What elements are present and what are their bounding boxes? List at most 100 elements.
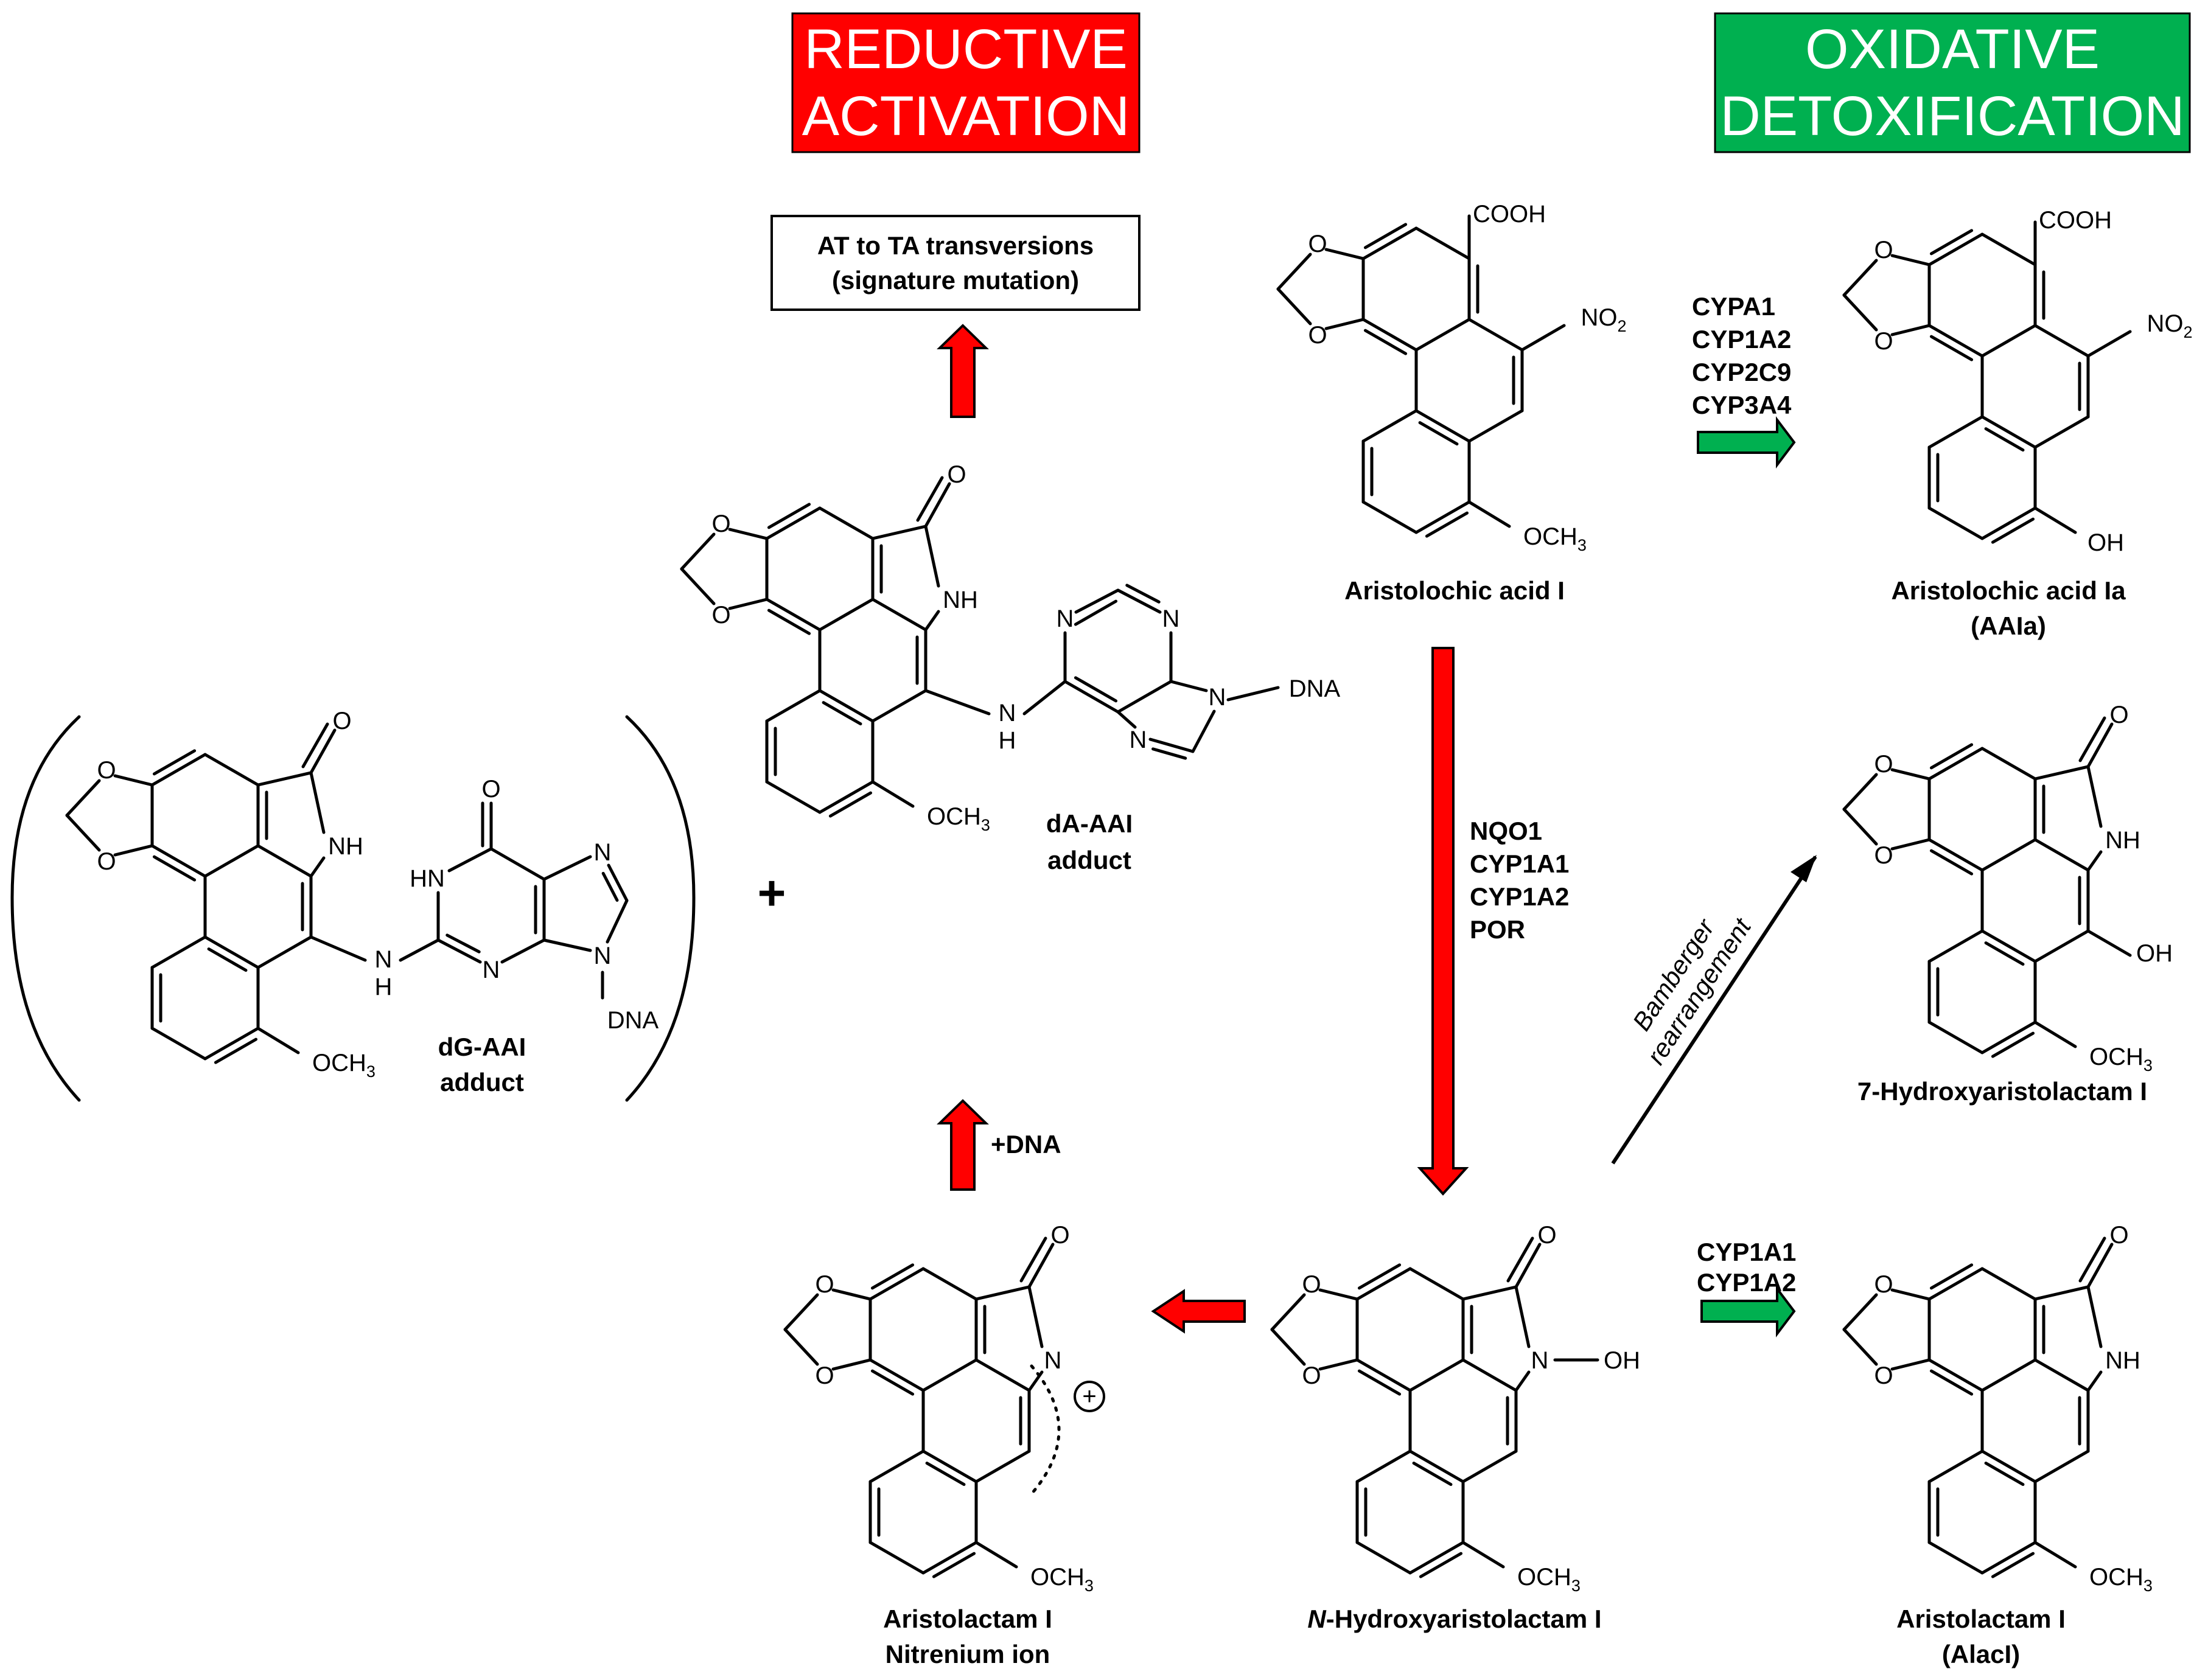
atom-label-text: OCH — [927, 803, 981, 830]
atom-label: NH — [943, 587, 978, 613]
bond — [1980, 415, 2037, 449]
bond — [1980, 1020, 2037, 1054]
atom-label-text: NH — [943, 587, 978, 613]
atom-label-text: O — [1874, 1362, 1893, 1389]
bond — [1361, 318, 1418, 352]
bond — [1980, 506, 2037, 540]
bond — [1929, 1369, 1974, 1396]
atom-label-subscript: 2 — [1617, 317, 1626, 335]
bond — [1361, 409, 1418, 443]
bond — [2033, 765, 2090, 781]
atom-label-text: O — [711, 602, 730, 629]
bond — [203, 844, 260, 878]
bond — [1357, 1263, 1402, 1290]
enzyme-label: CYP2C9 — [1692, 358, 1791, 386]
bond — [1991, 1031, 2035, 1058]
atom-label: O — [97, 757, 116, 784]
bond — [1927, 1267, 1984, 1301]
bond — [1514, 1285, 1531, 1348]
bond — [1927, 232, 1984, 267]
atom-label: O — [1874, 1362, 1893, 1389]
atom-label: HN — [410, 865, 445, 892]
atom-label: O — [2109, 702, 2128, 728]
bond — [203, 935, 260, 969]
compound-name-da-adduct-line1: dA-AAI — [1046, 809, 1133, 838]
atom-label: NO2 — [1581, 304, 1626, 335]
atom-label: O — [332, 708, 351, 734]
atom-label: O — [2109, 1222, 2128, 1249]
mutation-box-line2: (signature mutation) — [832, 266, 1079, 295]
bond — [150, 753, 207, 787]
atom-label-text: OH — [2136, 940, 2173, 967]
compound-abbr-aaia: (AAIa) — [1971, 612, 2046, 640]
atom-label-text: NH — [2105, 1347, 2140, 1374]
bond — [1116, 710, 1137, 729]
atom-label-subscript: 3 — [1577, 536, 1587, 554]
bond — [1125, 584, 1161, 604]
bond — [2033, 415, 2090, 449]
bond — [1027, 1285, 1044, 1348]
bond — [500, 938, 546, 964]
bond — [150, 844, 207, 878]
atom-label: OCH3 — [2089, 1564, 2153, 1595]
reductive-banner-line1: REDUCTIVE — [804, 18, 1128, 80]
atom-label-subscript: 3 — [2143, 1577, 2153, 1595]
bond — [728, 598, 769, 610]
bond — [1927, 747, 1984, 781]
atom-label: NH — [2105, 827, 2140, 854]
bond — [818, 506, 875, 540]
bond — [1191, 709, 1216, 753]
enzymes-reduction: NQO1 CYP1A1 CYP1A2 POR — [1470, 817, 1569, 944]
bond — [1980, 324, 2037, 358]
bond — [783, 1293, 819, 1331]
bond — [974, 1541, 1018, 1569]
bond — [256, 935, 313, 969]
enzyme-label: CYP1A1 — [1697, 1238, 1796, 1266]
bond — [1842, 1293, 1878, 1331]
atom-label: O — [1308, 322, 1327, 349]
atom-label-text: N — [594, 839, 612, 866]
bond — [1980, 838, 2037, 872]
atom-label-text: N — [375, 946, 393, 973]
enzyme-label: CYP1A2 — [1692, 325, 1791, 354]
bond — [203, 1026, 260, 1061]
bond — [680, 567, 716, 605]
bond — [1414, 226, 1471, 260]
bond — [974, 1449, 1031, 1483]
atom-label: O — [1874, 237, 1893, 263]
right-bracket — [625, 715, 696, 1102]
bond — [1514, 1370, 1531, 1392]
bond — [974, 1358, 1031, 1392]
bond — [152, 749, 197, 776]
bond — [1363, 223, 1408, 249]
bond — [1270, 1328, 1306, 1366]
bond — [1022, 680, 1067, 716]
atom-label-subscript: 3 — [366, 1062, 376, 1081]
compound-name-dg-adduct-line1: dG-AAI — [438, 1033, 526, 1061]
atom-label-text: N — [1057, 605, 1074, 632]
atom-label: O — [1050, 1222, 1069, 1249]
bond — [256, 771, 313, 787]
atom-label: OCH3 — [2089, 1044, 2153, 1075]
bamberger-arrowhead — [1791, 855, 1817, 882]
bond — [1980, 1541, 2037, 1575]
red-arrow-left-nitrenium — [1151, 1289, 1246, 1334]
atom-label-text: HN — [410, 865, 445, 892]
atom-label: OH — [1604, 1347, 1640, 1374]
bond — [1414, 500, 1471, 534]
bond — [871, 689, 928, 723]
atom-label: N — [1162, 605, 1180, 632]
atom-label-text: N — [594, 943, 612, 969]
atom-label-text: COOH — [1473, 201, 1546, 228]
bond — [925, 1462, 966, 1487]
atom-label-text: N — [999, 700, 1016, 727]
atom-label-text: NO — [2147, 310, 2183, 337]
bond — [256, 1026, 300, 1054]
bond — [1929, 1263, 1974, 1290]
bond — [309, 856, 326, 878]
bond — [1980, 1267, 2037, 1301]
